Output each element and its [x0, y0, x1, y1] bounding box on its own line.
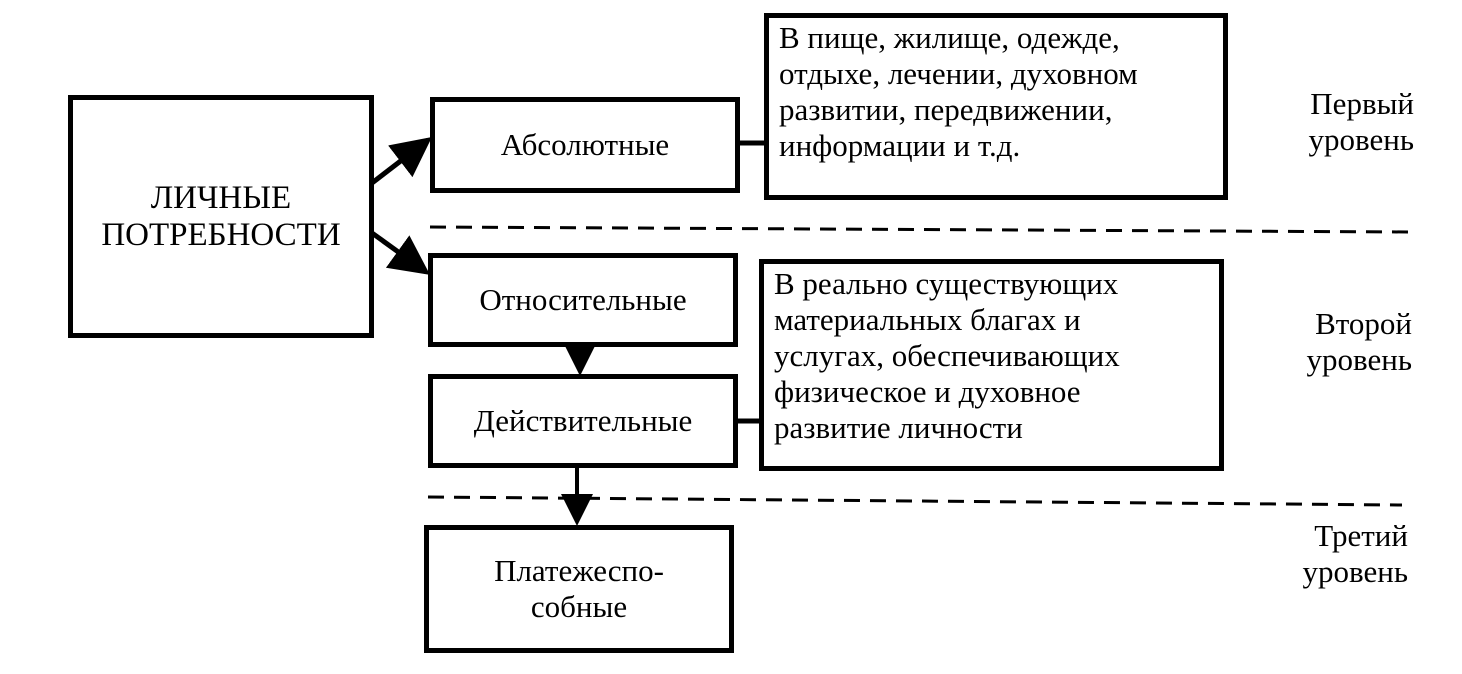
solvent-line-2: собные: [530, 589, 628, 624]
solvent-box: Платежеспо- собные: [424, 525, 734, 653]
level-label-second: Второй уровень: [1242, 306, 1412, 378]
desc-second-line-2: материальных благах и: [774, 302, 1081, 337]
level-label-first: Первый уровень: [1244, 86, 1414, 158]
desc-second-line-1: В реально существующих: [774, 266, 1119, 301]
desc-first-line-2: отдыхе, лечении, духовном: [779, 56, 1138, 91]
level-first-line-2: уровень: [1308, 122, 1414, 157]
second-level-description: В реально существующих материальных благ…: [759, 259, 1224, 471]
arrow-root-to-absolute: [370, 136, 432, 185]
arrow-root-to-relative: [370, 230, 431, 275]
level-third-line-2: уровень: [1302, 554, 1408, 589]
desc-second-line-3: услугах, обеспечивающих: [774, 338, 1120, 373]
absolute-label: Абсолютные: [500, 127, 670, 162]
desc-second-line-4: физическое и духовное: [774, 374, 1081, 409]
relative-label: Относительные: [479, 282, 687, 317]
level-first-line-1: Первый: [1310, 86, 1414, 121]
level-separator-2: [427, 495, 1403, 507]
level-third-line-1: Третий: [1314, 518, 1408, 553]
root-line-2: ПОТРЕБНОСТИ: [101, 216, 341, 253]
desc-first-line-3: развитии, передвижении,: [779, 92, 1113, 127]
first-level-description: В пище, жилище, одежде, отдыхе, лечении,…: [764, 13, 1228, 200]
level-label-third: Третий уровень: [1238, 518, 1408, 590]
actual-label: Действительные: [473, 403, 693, 438]
root-box: ЛИЧНЫЕ ПОТРЕБНОСТИ: [68, 95, 374, 338]
solvent-line-1: Платежеспо-: [494, 553, 664, 588]
level-separator-1: [429, 225, 1411, 234]
level-second-line-1: Второй: [1315, 306, 1412, 341]
absolute-box: Абсолютные: [430, 97, 740, 193]
root-line-1: ЛИЧНЫЕ: [150, 179, 292, 216]
desc-first-line-1: В пище, жилище, одежде,: [779, 20, 1120, 55]
desc-first-line-4: информации и т.д.: [779, 128, 1021, 163]
desc-second-line-5: развитие личности: [774, 410, 1023, 445]
relative-box: Относительные: [428, 253, 738, 347]
solvent-label: Платежеспо- собные: [494, 553, 664, 625]
actual-box: Действительные: [428, 374, 738, 468]
level-second-line-2: уровень: [1306, 342, 1412, 377]
root-label: ЛИЧНЫЕ ПОТРЕБНОСТИ: [101, 180, 340, 254]
